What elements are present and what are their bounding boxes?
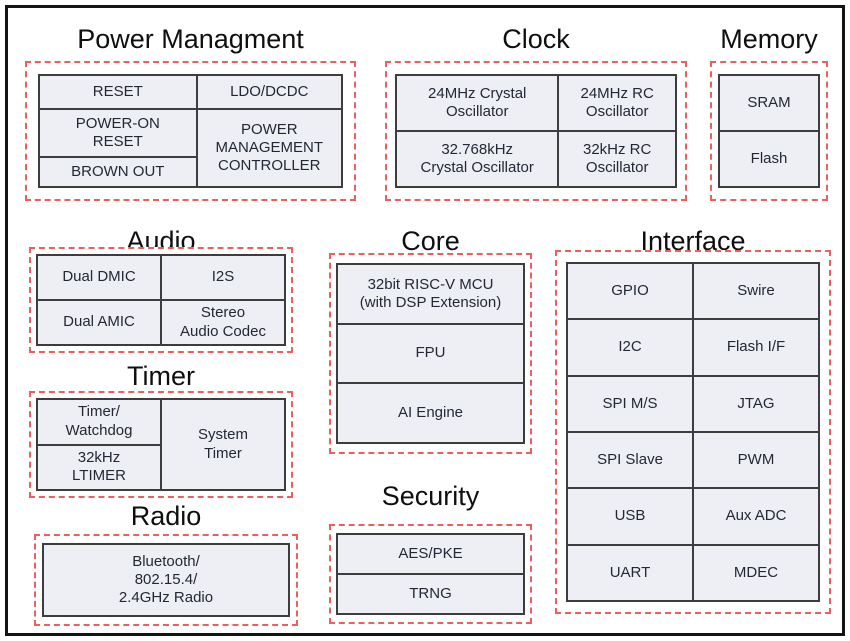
block-aux-adc: Aux ADC	[693, 488, 819, 545]
outer-frame	[5, 5, 845, 636]
security-block-table: AES/PKE TRNG	[336, 533, 525, 615]
section-power-management: Power Managment RESET LDO/DCDC POWER-ON …	[25, 24, 356, 201]
block-power-on-reset: POWER-ON RESET	[39, 109, 197, 158]
section-title-timer: Timer	[127, 361, 195, 391]
block-trng: TRNG	[337, 574, 524, 614]
block-aes-pke: AES/PKE	[337, 534, 524, 574]
audio-dashed-group: Dual DMIC I2S Dual AMIC Stereo Audio Cod…	[29, 247, 293, 353]
block-swire: Swire	[693, 263, 819, 320]
block-flash-if: Flash I/F	[693, 319, 819, 376]
block-flash: Flash	[719, 131, 819, 187]
core-block-table: 32bit RISC-V MCU (with DSP Extension) FP…	[336, 263, 525, 444]
block-24mhz-crystal-oscillator: 24MHz Crystal Oscillator	[396, 75, 559, 131]
power-block-table: RESET LDO/DCDC POWER-ON RESET POWER MANA…	[38, 74, 343, 188]
section-security: Security AES/PKE TRNG	[329, 481, 532, 624]
section-title-power: Power Managment	[77, 24, 304, 54]
block-timer-watchdog: Timer/ Watchdog	[37, 399, 161, 445]
radio-dashed-group: Bluetooth/ 802.15.4/ 2.4GHz Radio	[34, 534, 298, 626]
block-spi-slave: SPI Slave	[567, 431, 693, 489]
section-clock: Clock 24MHz Crystal Oscillator 24MHz RC …	[385, 24, 687, 201]
block-brown-out: BROWN OUT	[39, 157, 197, 187]
block-ldo-dcdc: LDO/DCDC	[196, 75, 342, 110]
section-radio: Radio Bluetooth/ 802.15.4/ 2.4GHz Radio	[34, 501, 298, 626]
block-uart: UART	[567, 544, 693, 601]
block-system-timer: System Timer	[161, 399, 285, 490]
interface-block-table: GPIO Swire I2C Flash I/F SPI M/S JTAG SP…	[566, 262, 820, 602]
section-title-core: Core	[401, 226, 460, 256]
section-title-memory: Memory	[720, 24, 818, 54]
interface-dashed-group: GPIO Swire I2C Flash I/F SPI M/S JTAG SP…	[555, 250, 831, 614]
block-ai-engine: AI Engine	[337, 383, 524, 443]
power-dashed-group: RESET LDO/DCDC POWER-ON RESET POWER MANA…	[25, 61, 356, 201]
block-dual-dmic: Dual DMIC	[37, 255, 161, 300]
block-jtag: JTAG	[693, 375, 819, 432]
timer-dashed-group: Timer/ Watchdog System Timer 32kHz LTIME…	[29, 391, 293, 498]
core-dashed-group: 32bit RISC-V MCU (with DSP Extension) FP…	[329, 253, 532, 454]
block-usb: USB	[567, 488, 693, 545]
section-interface: Interface GPIO Swire I2C Flash I/F SPI M…	[555, 226, 831, 614]
block-mdec: MDEC	[693, 544, 819, 601]
block-riscv-mcu: 32bit RISC-V MCU (with DSP Extension)	[337, 264, 524, 324]
section-core: Core 32bit RISC-V MCU (with DSP Extensio…	[329, 226, 532, 454]
block-spi-ms: SPI M/S	[567, 375, 693, 432]
block-24mhz-rc-oscillator: 24MHz RC Oscillator	[558, 75, 676, 131]
block-gpio: GPIO	[567, 263, 693, 320]
block-32khz-rc-oscillator: 32kHz RC Oscillator	[558, 131, 676, 187]
block-reset: RESET	[39, 75, 197, 110]
radio-block-table: Bluetooth/ 802.15.4/ 2.4GHz Radio	[42, 543, 290, 617]
section-timer: Timer Timer/ Watchdog System Timer 32kHz…	[29, 361, 293, 498]
clock-block-table: 24MHz Crystal Oscillator 24MHz RC Oscill…	[395, 74, 677, 188]
block-32khz-ltimer: 32kHz LTIMER	[37, 444, 161, 490]
audio-block-table: Dual DMIC I2S Dual AMIC Stereo Audio Cod…	[36, 254, 286, 346]
block-i2c: I2C	[567, 319, 693, 376]
block-fpu: FPU	[337, 323, 524, 384]
block-bluetooth-radio: Bluetooth/ 802.15.4/ 2.4GHz Radio	[43, 544, 289, 616]
section-title-clock: Clock	[502, 24, 570, 54]
security-dashed-group: AES/PKE TRNG	[329, 524, 532, 624]
section-title-radio: Radio	[130, 501, 202, 531]
block-i2s: I2S	[161, 255, 285, 300]
block-sram: SRAM	[719, 75, 819, 131]
memory-block-table: SRAM Flash	[718, 74, 820, 188]
block-32khz-crystal-oscillator: 32.768kHz Crystal Oscillator	[396, 131, 559, 187]
section-title-security: Security	[381, 481, 480, 511]
clock-dashed-group: 24MHz Crystal Oscillator 24MHz RC Oscill…	[385, 61, 687, 201]
memory-dashed-group: SRAM Flash	[710, 61, 828, 201]
block-power-management-controller: POWER MANAGEMENT CONTROLLER	[196, 109, 342, 187]
section-audio: Audio Dual DMIC I2S Dual AMIC Stereo Aud…	[29, 226, 293, 353]
section-memory: Memory SRAM Flash	[710, 24, 828, 201]
block-stereo-audio-codec: Stereo Audio Codec	[161, 300, 285, 345]
timer-block-table: Timer/ Watchdog System Timer 32kHz LTIME…	[36, 398, 286, 491]
block-dual-amic: Dual AMIC	[37, 300, 161, 345]
block-pwm: PWM	[693, 431, 819, 489]
